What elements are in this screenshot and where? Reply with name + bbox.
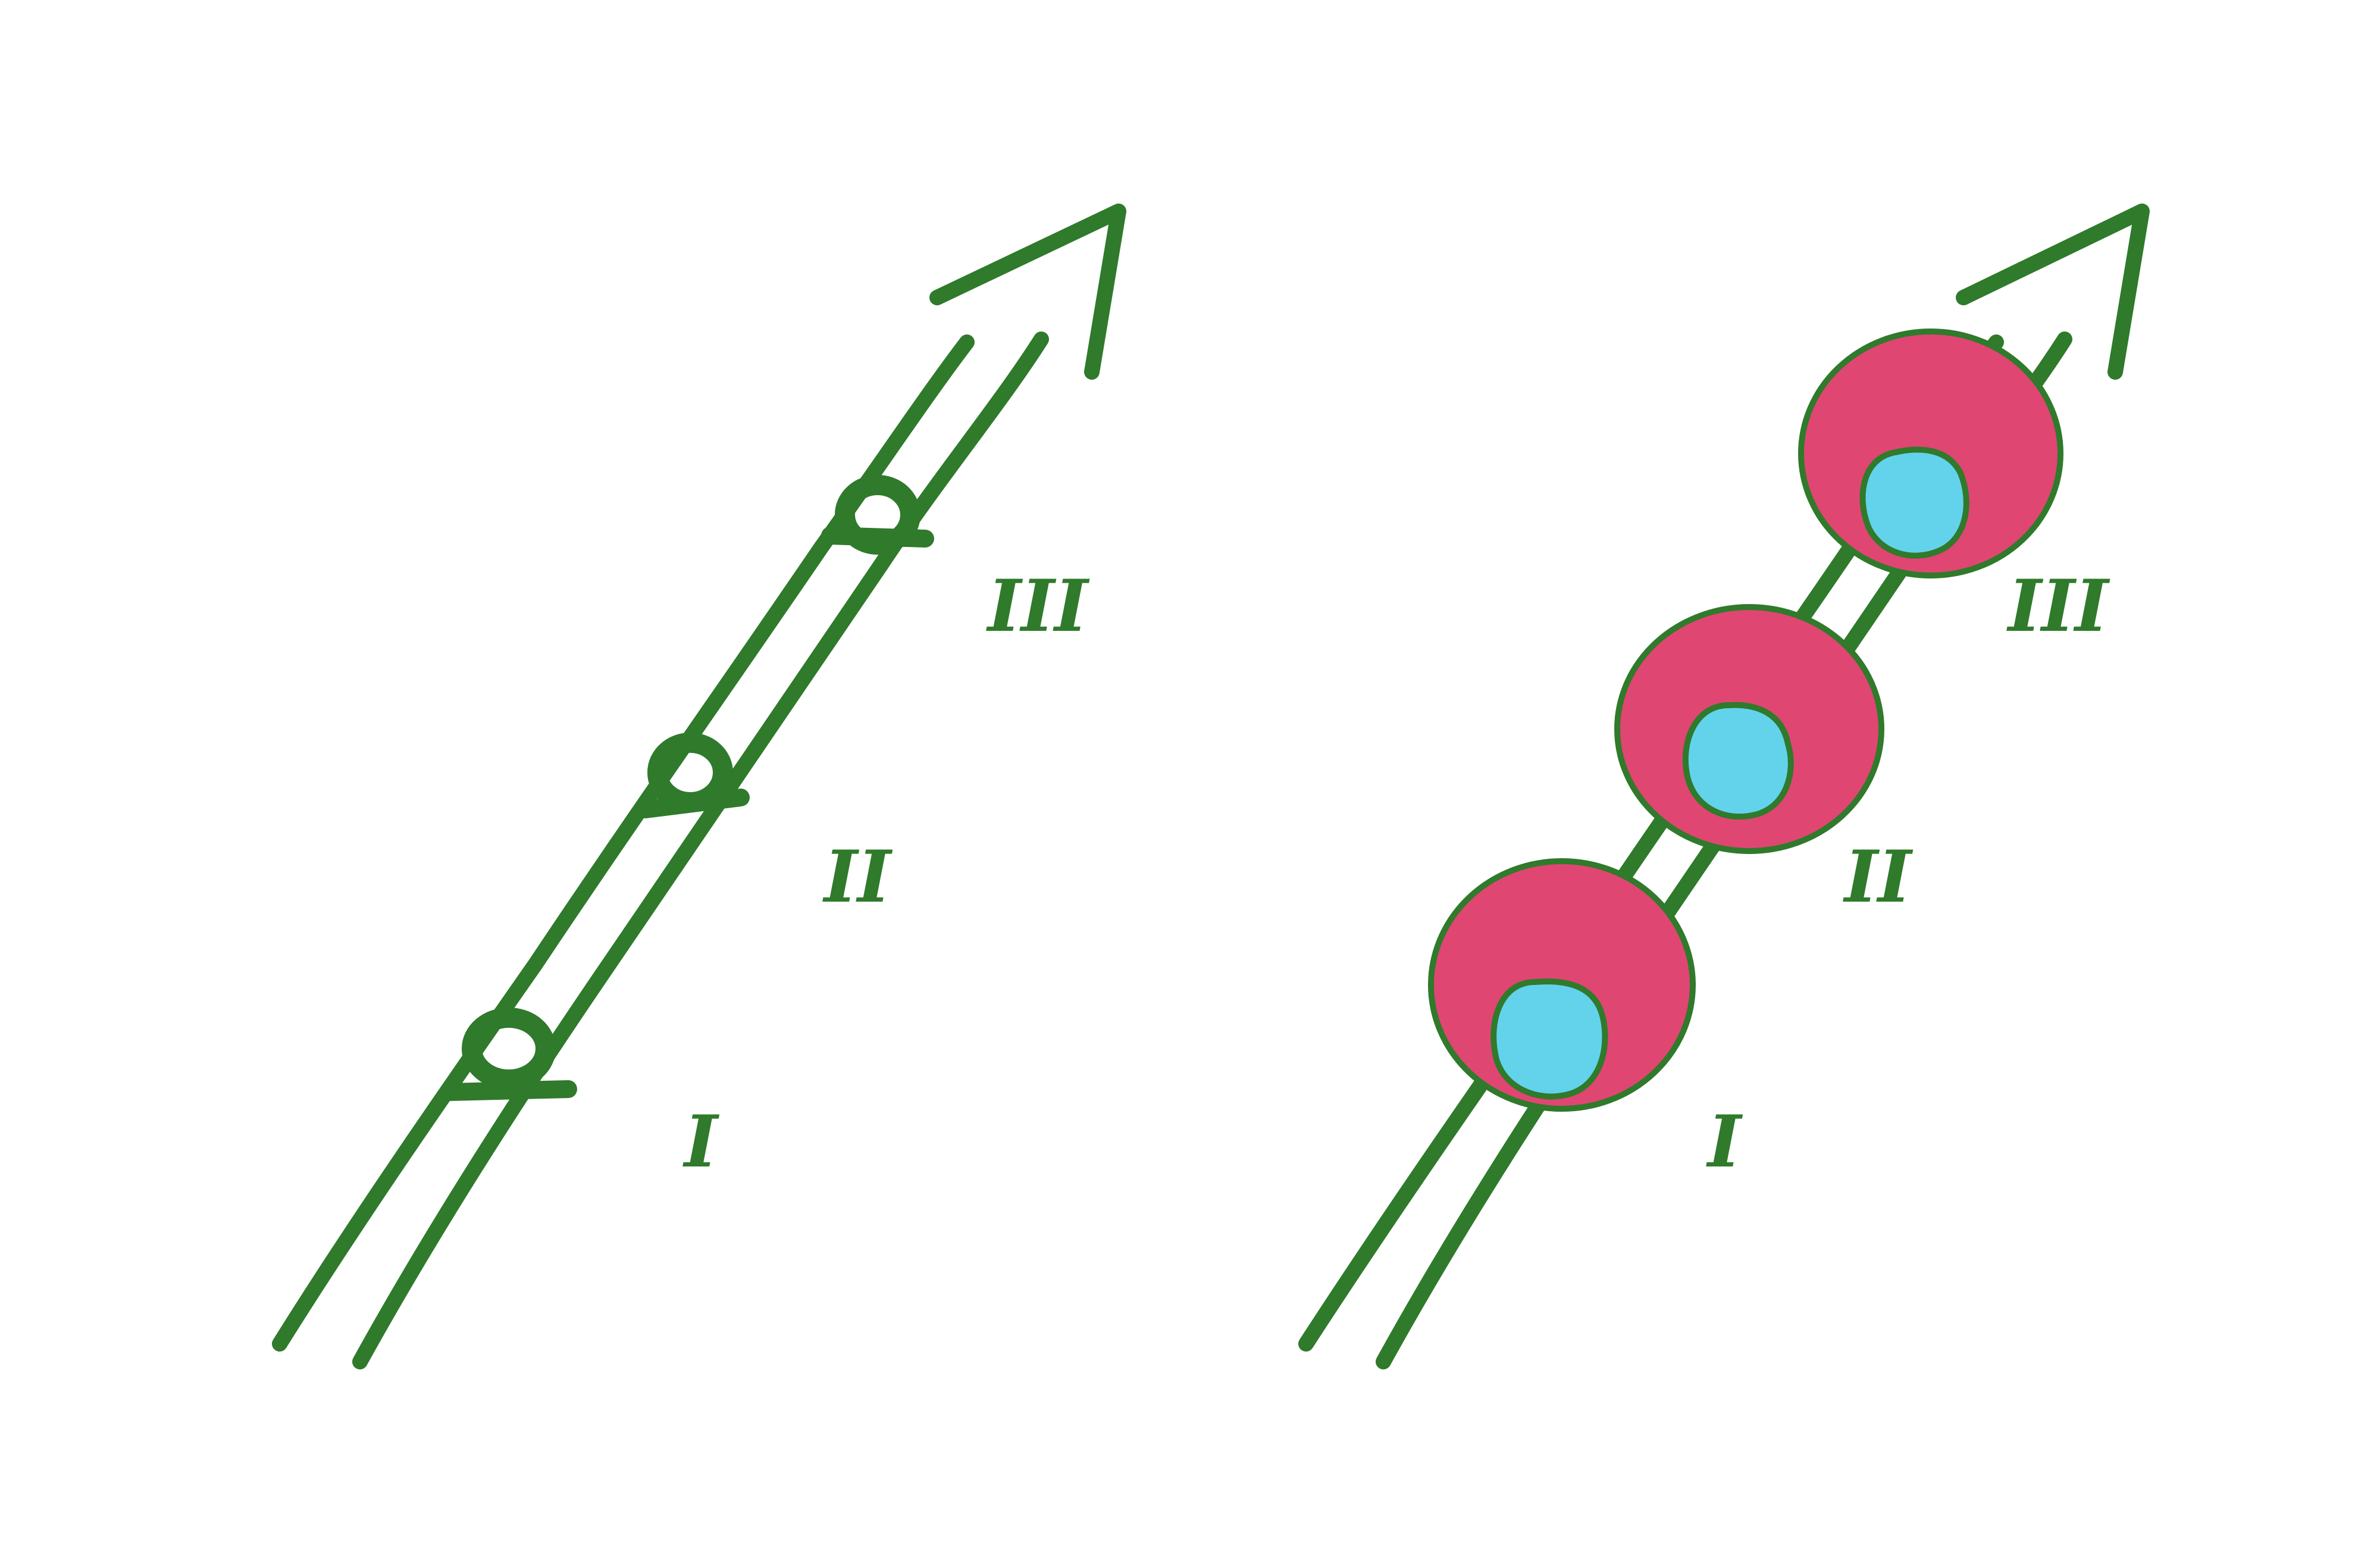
left-panel: I II III	[272, 204, 1126, 1369]
left-stage-label-3: III	[986, 564, 1090, 648]
right-direction-arrow	[1956, 204, 2150, 380]
left-track-line-inner	[352, 331, 1049, 1369]
right-cell-stage-2	[1614, 604, 1884, 854]
left-marker-stage-2	[637, 733, 750, 818]
nucleus	[1859, 446, 1969, 559]
left-direction-arrow	[929, 204, 1126, 380]
right-cell-stage-3	[1798, 329, 2063, 578]
right-stage-label-3: III	[2006, 564, 2110, 648]
left-stage-label-1: I	[682, 1100, 720, 1184]
nucleus	[1682, 702, 1794, 820]
left-marker-stage-3	[821, 475, 934, 555]
nucleus	[1490, 978, 1608, 1100]
left-marker-stage-1	[440, 1008, 577, 1101]
right-stage-label-2: II	[1843, 835, 1914, 919]
left-stage-label-2: II	[822, 835, 893, 919]
right-panel: I II III	[1298, 204, 2150, 1369]
right-cell-stage-1	[1428, 858, 1696, 1112]
right-stage-label-1: I	[1706, 1100, 1743, 1184]
